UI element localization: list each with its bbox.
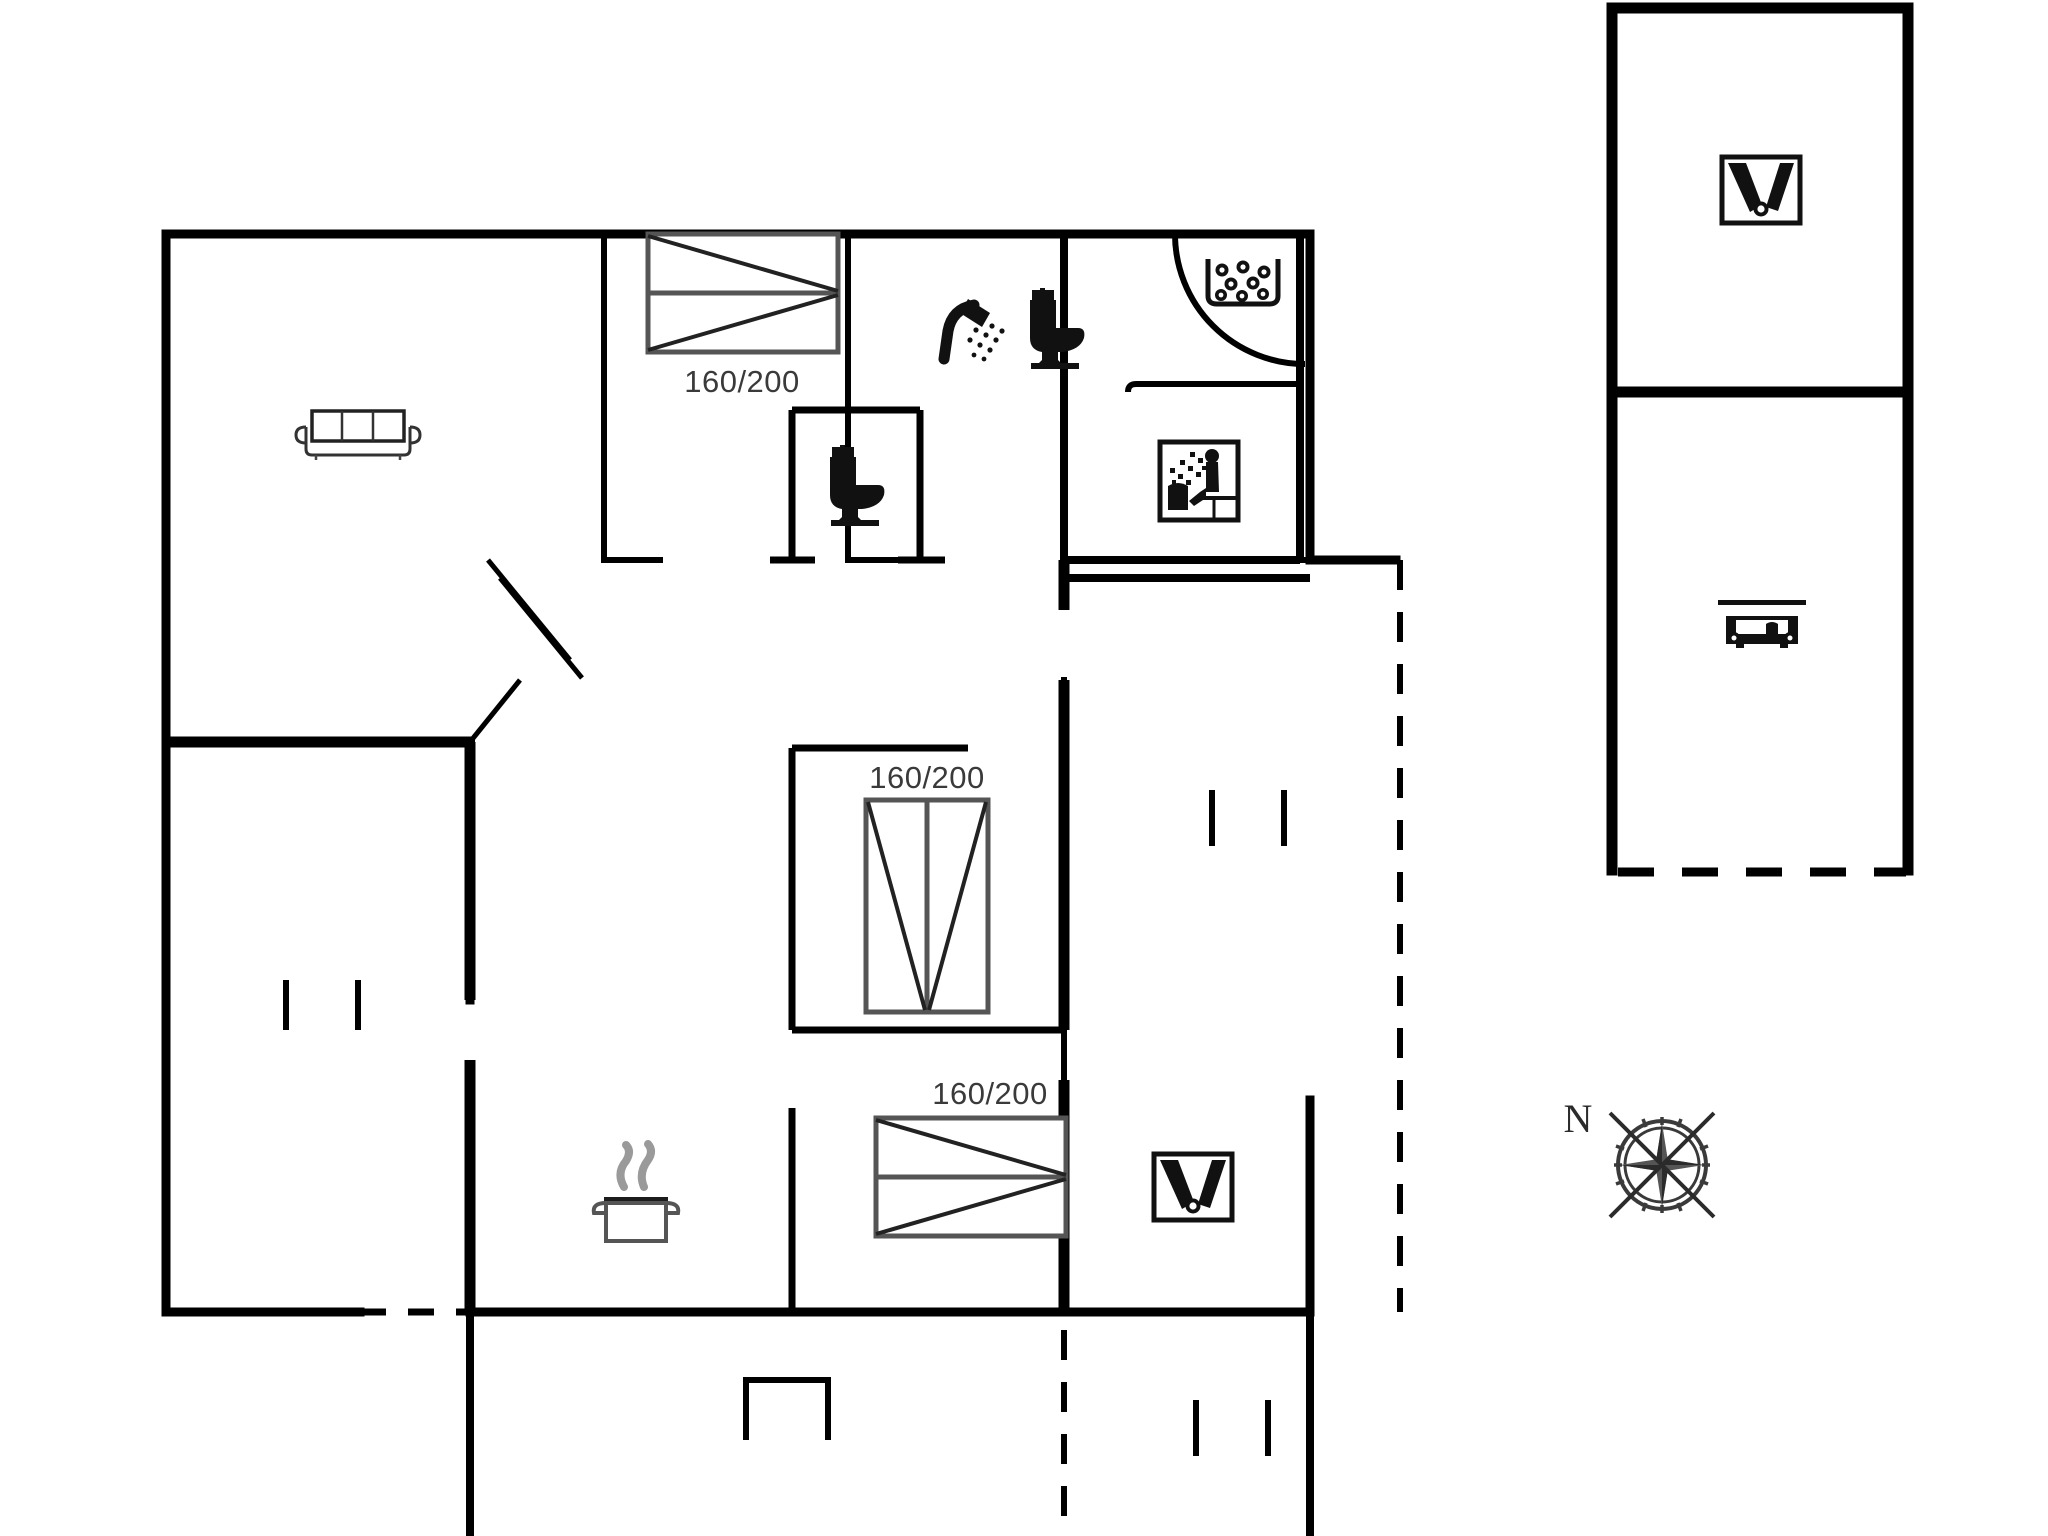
compass-north-label: N [1564,1096,1593,1141]
door-swing-arc-bathroom [1125,233,1306,393]
toilet-icon-wc [830,445,885,526]
washing-machine-icon [1208,259,1278,304]
bed-top-size-label: 160/200 [684,364,800,399]
shower-icon [944,299,1005,361]
bed-middle [863,797,991,1015]
whirlpool-icon-annex [1722,157,1800,223]
main-partition-walls [166,736,476,1312]
cooking-pot-icon [594,1144,679,1241]
terrace-outline-dashed [1061,560,1403,1520]
bed-lower [873,1115,1069,1239]
toilet-icon-bathroom [1030,288,1085,369]
window-marks [283,790,1287,1456]
glass-door-diagonal [468,558,584,744]
annex-building-walls [1606,2,1914,876]
sofa-icon [294,409,422,462]
bed-lower-size-label: 160/200 [932,1076,1048,1111]
bed-middle-size-label: 160/200 [869,760,985,795]
car-icon [1718,600,1806,648]
terrace-walls [466,1308,1314,1536]
sauna-room-walls [1060,440,1310,582]
bed-top [645,231,841,355]
whirlpool-icon-bathroom-lower [1154,1154,1232,1220]
compass-rose-icon [1608,1111,1716,1219]
sauna-icon [1160,442,1238,520]
wc-room-walls [770,406,945,564]
terrace-step [743,1377,831,1440]
